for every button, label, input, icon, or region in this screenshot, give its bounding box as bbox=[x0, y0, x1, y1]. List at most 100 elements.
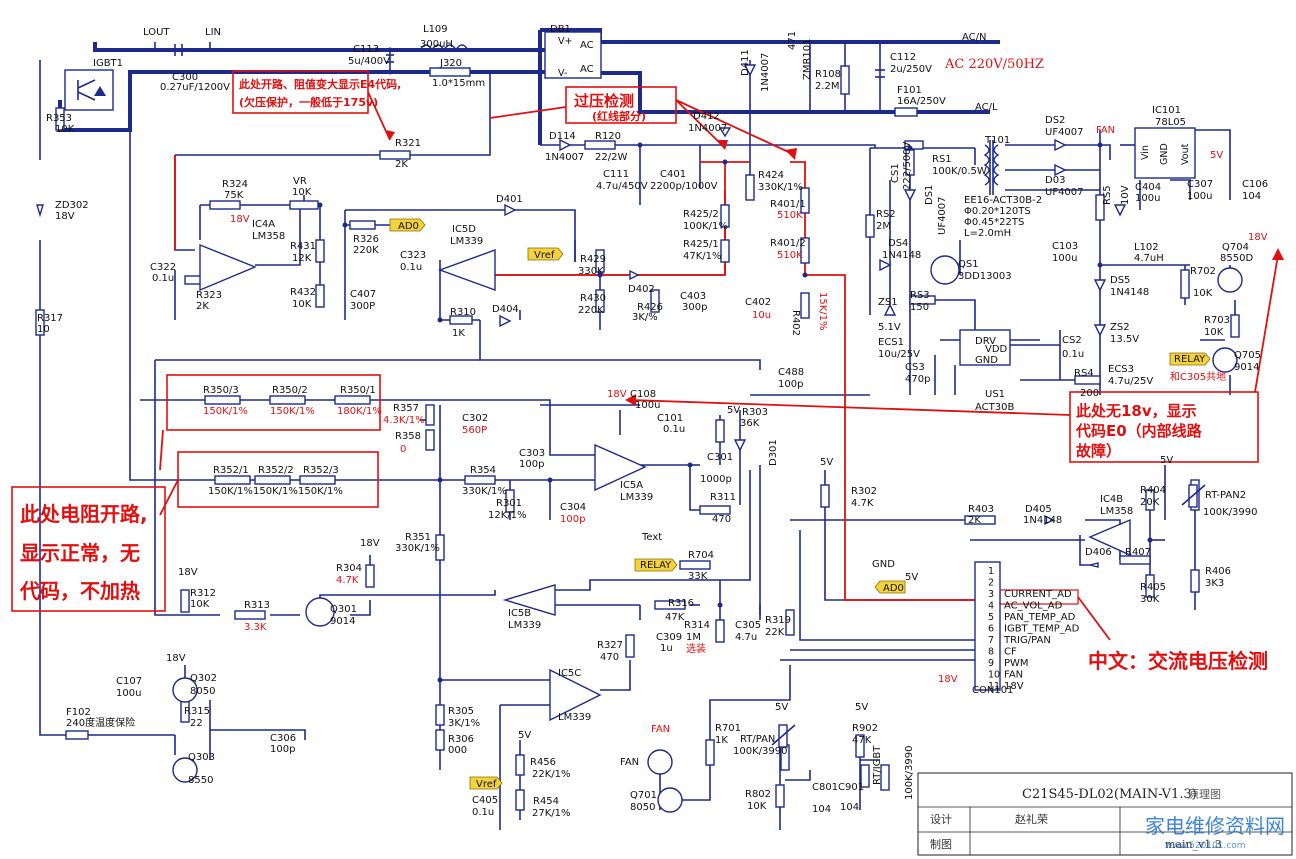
ds2-value: UF4007 bbox=[1045, 127, 1084, 138]
r302-label: R302 bbox=[851, 486, 877, 497]
c300-label: C300 bbox=[172, 72, 198, 83]
ds2-label: DS2 bbox=[1045, 115, 1065, 126]
schematic-title-suffix: 原理图 bbox=[1188, 788, 1221, 801]
sheet-name: main_v1.3 bbox=[1165, 838, 1222, 851]
con101-pin-name: CURRENT_AD bbox=[1004, 589, 1072, 600]
con101-pin-name: PAN_TEMP_AD bbox=[1004, 612, 1076, 623]
c403-value: 300p bbox=[682, 302, 707, 313]
r431-label: R431 bbox=[290, 241, 316, 252]
q302-value: 8050 bbox=[190, 686, 215, 697]
r351-value: 330K/1% bbox=[395, 543, 440, 554]
r315-value: 22 bbox=[190, 718, 203, 729]
r3503-label: R350/3 bbox=[203, 385, 239, 396]
d405-label: D405 bbox=[1025, 504, 1052, 515]
c108-label: C108 bbox=[630, 389, 656, 400]
rtpan2-label: RT-PAN2 bbox=[1205, 490, 1246, 501]
r326-label: R326 bbox=[353, 234, 379, 245]
r4012-value: 510K bbox=[777, 250, 803, 261]
r323-value: 2K bbox=[196, 301, 209, 312]
rs5-label: RS5 bbox=[1102, 185, 1113, 205]
ds4-value: 1N4148 bbox=[882, 250, 921, 261]
c112-value: 2u/250V bbox=[890, 64, 932, 75]
r319-label: R319 bbox=[765, 615, 791, 626]
r454-value: 27K/1% bbox=[532, 808, 571, 819]
ds1-label: DS1 bbox=[924, 185, 935, 205]
r430-label: R430 bbox=[580, 293, 606, 304]
c404-label: C404 bbox=[1135, 182, 1161, 193]
ecs1-value: 10u/25V bbox=[878, 349, 920, 360]
c302-label: C302 bbox=[462, 413, 488, 424]
r426-value: 3K/% bbox=[632, 312, 658, 323]
schematic-title: C21S45-DL02(MAIN-V1.3) bbox=[1022, 787, 1197, 802]
r4011-label: R401/1 bbox=[770, 199, 806, 210]
vref-tag2-label: Vref bbox=[476, 779, 497, 790]
rtpan-label: RT/PAN bbox=[740, 734, 775, 745]
cs3-label: CS3 bbox=[905, 362, 925, 373]
q705-label: Q705 bbox=[1234, 350, 1261, 361]
rs4-label: RS4 bbox=[1074, 368, 1094, 379]
r3501-label: R350/1 bbox=[340, 385, 376, 396]
zmr101-label: ZMR101 bbox=[802, 38, 813, 80]
ee16-line3: Φ0.45*22TS bbox=[964, 217, 1024, 228]
r3502-label: R350/2 bbox=[272, 385, 308, 396]
r358-label: R358 bbox=[395, 431, 421, 442]
l102-value: 4.7uH bbox=[1134, 253, 1164, 264]
r317-value: 10 bbox=[37, 324, 50, 335]
qs1-value: 3DD13003 bbox=[958, 271, 1012, 282]
r312-value: 10K bbox=[190, 599, 210, 610]
ds1-value: UF4007 bbox=[937, 196, 948, 235]
q301-value: 9014 bbox=[330, 616, 355, 627]
r358-value: 0 bbox=[400, 444, 406, 455]
r120-value: 22/2W bbox=[595, 152, 627, 163]
r108-label: R108 bbox=[815, 69, 841, 80]
c112-label: C112 bbox=[890, 52, 916, 63]
db1-vminus: V- bbox=[558, 68, 567, 79]
con101-pin-name: TRIG/PAN bbox=[1003, 635, 1051, 646]
c108-value: 100u bbox=[635, 400, 660, 411]
r108-value: 2.2M bbox=[815, 81, 840, 92]
r303-value: 36K bbox=[740, 418, 760, 429]
drv-label: DRV bbox=[975, 336, 996, 347]
q302-label: Q302 bbox=[190, 673, 217, 684]
undervoltage-note-line1: 此处开路、阻值变大显示E4代码, bbox=[239, 77, 401, 91]
r456-label: R456 bbox=[530, 757, 556, 768]
ic5b-value: LM339 bbox=[508, 620, 541, 631]
c113-label: C113 bbox=[353, 44, 379, 55]
con101-pin-name: CF bbox=[1004, 647, 1017, 658]
c488-value: 100p bbox=[778, 379, 803, 390]
c801-value: 104 bbox=[812, 804, 831, 815]
q302-18v: 18V bbox=[166, 653, 186, 664]
fan-motor-label: FAN bbox=[620, 757, 639, 768]
vdd-label: VDD bbox=[985, 344, 1008, 355]
vr-value: 10K bbox=[292, 187, 312, 198]
c306-value: 100p bbox=[270, 744, 295, 755]
con101-pin-name: FAN bbox=[1004, 670, 1023, 681]
c901-label: C901 bbox=[838, 782, 864, 793]
ic101-vout: Vout bbox=[1180, 143, 1191, 165]
q701-value: 8050 bbox=[630, 802, 655, 813]
r432-label: R432 bbox=[290, 287, 316, 298]
igbt1-label: IGBT1 bbox=[93, 58, 123, 69]
rtpan-5v: 5V bbox=[775, 702, 788, 713]
r406-value: 3K3 bbox=[1205, 578, 1224, 589]
j320-value: 1.0*15mm bbox=[432, 78, 485, 89]
r313-label: R313 bbox=[244, 600, 270, 611]
r403-value: 2K bbox=[968, 515, 981, 526]
d03-value: UF4007 bbox=[1045, 187, 1084, 198]
rs2-label: RS2 bbox=[876, 209, 896, 220]
q303-value: 8550 bbox=[188, 775, 213, 786]
c401-label: C401 bbox=[660, 169, 686, 180]
designer-name: 赵礼荣 bbox=[1015, 812, 1048, 826]
r454-label: R454 bbox=[533, 796, 559, 807]
c303-label: C303 bbox=[519, 448, 545, 459]
con101-pin-number: 4 bbox=[988, 601, 994, 612]
zmr101-value: 471 bbox=[787, 31, 798, 50]
text-label: Text bbox=[641, 532, 662, 543]
c307-label: C307 bbox=[1187, 179, 1213, 190]
fan-rail-label: FAN bbox=[1096, 125, 1115, 136]
c322-value: 0.1u bbox=[152, 273, 174, 284]
c306-label: C306 bbox=[270, 733, 296, 744]
component-labels: LOUT LIN IGBT1 L109 300uH C113 5u/400V C… bbox=[37, 24, 1268, 819]
r324-value: 75K bbox=[224, 190, 244, 201]
rtigbt-value: 100K/3990 bbox=[904, 746, 915, 800]
